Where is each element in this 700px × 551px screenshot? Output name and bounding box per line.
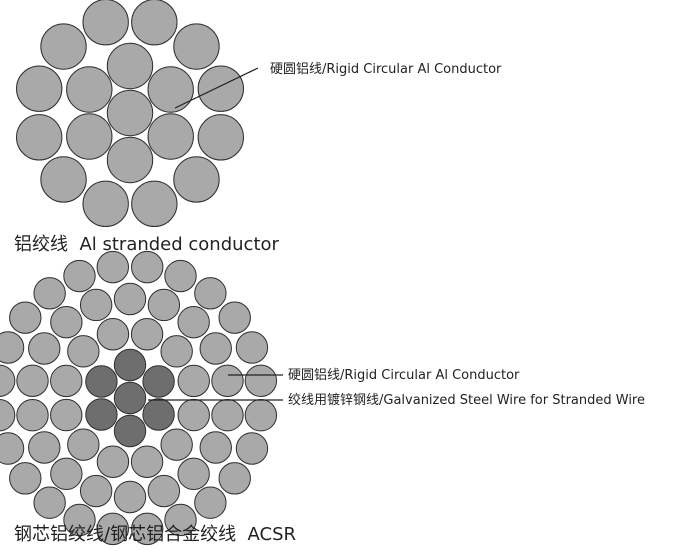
- aluminum-wire-strand: [40, 23, 87, 70]
- aluminum-wire-strand: [96, 250, 129, 284]
- aluminum-wire-strand: [164, 259, 197, 293]
- aluminum-wire-strand: [113, 480, 147, 514]
- aluminum-wire-strand: [96, 445, 130, 478]
- aluminum-wire-strand: [50, 364, 83, 398]
- aluminum-wire-strand: [244, 364, 278, 397]
- aluminum-wire-strand: [16, 65, 63, 112]
- aluminum-wire-strand: [0, 364, 16, 397]
- aluminum-wire-strand: [130, 318, 164, 351]
- aluminum-wire-strand: [9, 301, 42, 334]
- aluminum-wire-strand: [177, 305, 210, 339]
- steel-wire-strand: [85, 398, 118, 431]
- aluminum-wire-strand: [9, 462, 42, 495]
- aluminum-wire-strand: [106, 89, 154, 137]
- aluminum-wire-strand: [82, 0, 129, 46]
- aluminum-wire-strand: [33, 486, 66, 519]
- aluminum-wire-strand: [63, 503, 96, 537]
- acsr-al-callout-label: 硬圆铝线/Rigid Circular Al Conductor: [288, 368, 520, 383]
- aluminum-wire-strand: [218, 301, 251, 334]
- aluminum-wire-strand: [106, 136, 154, 184]
- aluminum-wire-strand: [147, 288, 181, 322]
- steel-wire-strand: [113, 414, 147, 448]
- aluminum-wire-strand: [235, 331, 269, 364]
- aluminum-wire-strand: [82, 180, 129, 228]
- aluminum-wire-strand: [0, 432, 25, 465]
- steel-wire-strand: [113, 348, 147, 382]
- al-conductor-caption: 铝绞线 Al stranded conductor: [14, 234, 280, 255]
- aluminum-wire-strand: [197, 65, 245, 112]
- aluminum-wire-strand: [164, 503, 197, 537]
- aluminum-wire-strand: [211, 364, 244, 398]
- aluminum-wire-strand: [66, 113, 113, 160]
- aluminum-wire-strand: [113, 282, 147, 316]
- aluminum-wire-strand: [28, 332, 61, 365]
- aluminum-wire-strand: [211, 398, 244, 432]
- aluminum-wire-strand: [160, 335, 193, 368]
- aluminum-wire-strand: [67, 335, 100, 368]
- aluminum-wire-strand: [199, 332, 232, 365]
- aluminum-wire-strand: [96, 512, 129, 546]
- aluminum-wire-strand: [16, 114, 63, 161]
- aluminum-wire-strand: [67, 428, 100, 461]
- aluminum-wire-strand: [173, 23, 220, 70]
- aluminum-wire-strand: [160, 428, 193, 461]
- aluminum-wire-strand: [235, 432, 269, 465]
- aluminum-wire-strand: [131, 0, 178, 46]
- aluminum-wire-strand: [0, 331, 25, 364]
- steel-wire-strand: [85, 365, 118, 398]
- aluminum-wire-strand: [147, 113, 194, 160]
- aluminum-wire-strand: [177, 398, 210, 432]
- aluminum-wire-strand: [79, 474, 113, 508]
- aluminum-wire-strand: [33, 277, 66, 310]
- steel-wire-strand: [113, 381, 147, 415]
- aluminum-wire-strand: [194, 277, 227, 310]
- aluminum-wire-strand: [173, 156, 220, 203]
- al-conductor-callout-label: 硬圆铝线/Rigid Circular Al Conductor: [270, 62, 502, 77]
- steel-wire-strand: [142, 398, 175, 431]
- aluminum-wire-strand: [28, 431, 61, 464]
- aluminum-wire-strand: [63, 259, 96, 293]
- aluminum-wire-strand: [106, 42, 154, 90]
- aluminum-wire-strand: [66, 66, 113, 113]
- acsr-caption: 钢芯铝绞线/钢芯铝合金绞线 ACSR: [14, 524, 296, 545]
- aluminum-wire-strand: [96, 318, 130, 351]
- aluminum-wire-strand: [50, 305, 83, 339]
- aluminum-wire-strand: [218, 462, 251, 495]
- aluminum-wire-strand: [197, 114, 245, 161]
- aluminum-wire-strand: [244, 399, 278, 432]
- aluminum-wire-strand: [50, 398, 83, 432]
- aluminum-wire-strand: [50, 457, 83, 491]
- aluminum-wire-strand: [16, 398, 49, 432]
- aluminum-wire-strand: [147, 474, 181, 508]
- al-conductor-cross-section: [16, 0, 245, 228]
- acsr-steel-callout-label: 绞线用镀锌钢线/Galvanized Steel Wire for Strand…: [288, 392, 645, 408]
- aluminum-wire-strand: [130, 445, 164, 478]
- aluminum-wire-strand: [40, 156, 87, 203]
- aluminum-wire-strand: [131, 512, 164, 546]
- aluminum-wire-strand: [194, 486, 227, 519]
- acsr-cross-section: [0, 250, 278, 546]
- aluminum-wire-strand: [16, 364, 49, 398]
- aluminum-wire-strand: [131, 250, 164, 284]
- aluminum-wire-strand: [177, 364, 210, 398]
- steel-wire-strand: [142, 365, 175, 398]
- aluminum-wire-strand: [0, 399, 16, 432]
- aluminum-wire-strand: [131, 180, 178, 228]
- aluminum-wire-strand: [199, 431, 232, 464]
- al-conductor-callout-leader: [174, 67, 259, 109]
- aluminum-wire-strand: [79, 288, 113, 322]
- aluminum-wire-strand: [177, 457, 210, 491]
- aluminum-wire-strand: [147, 66, 194, 113]
